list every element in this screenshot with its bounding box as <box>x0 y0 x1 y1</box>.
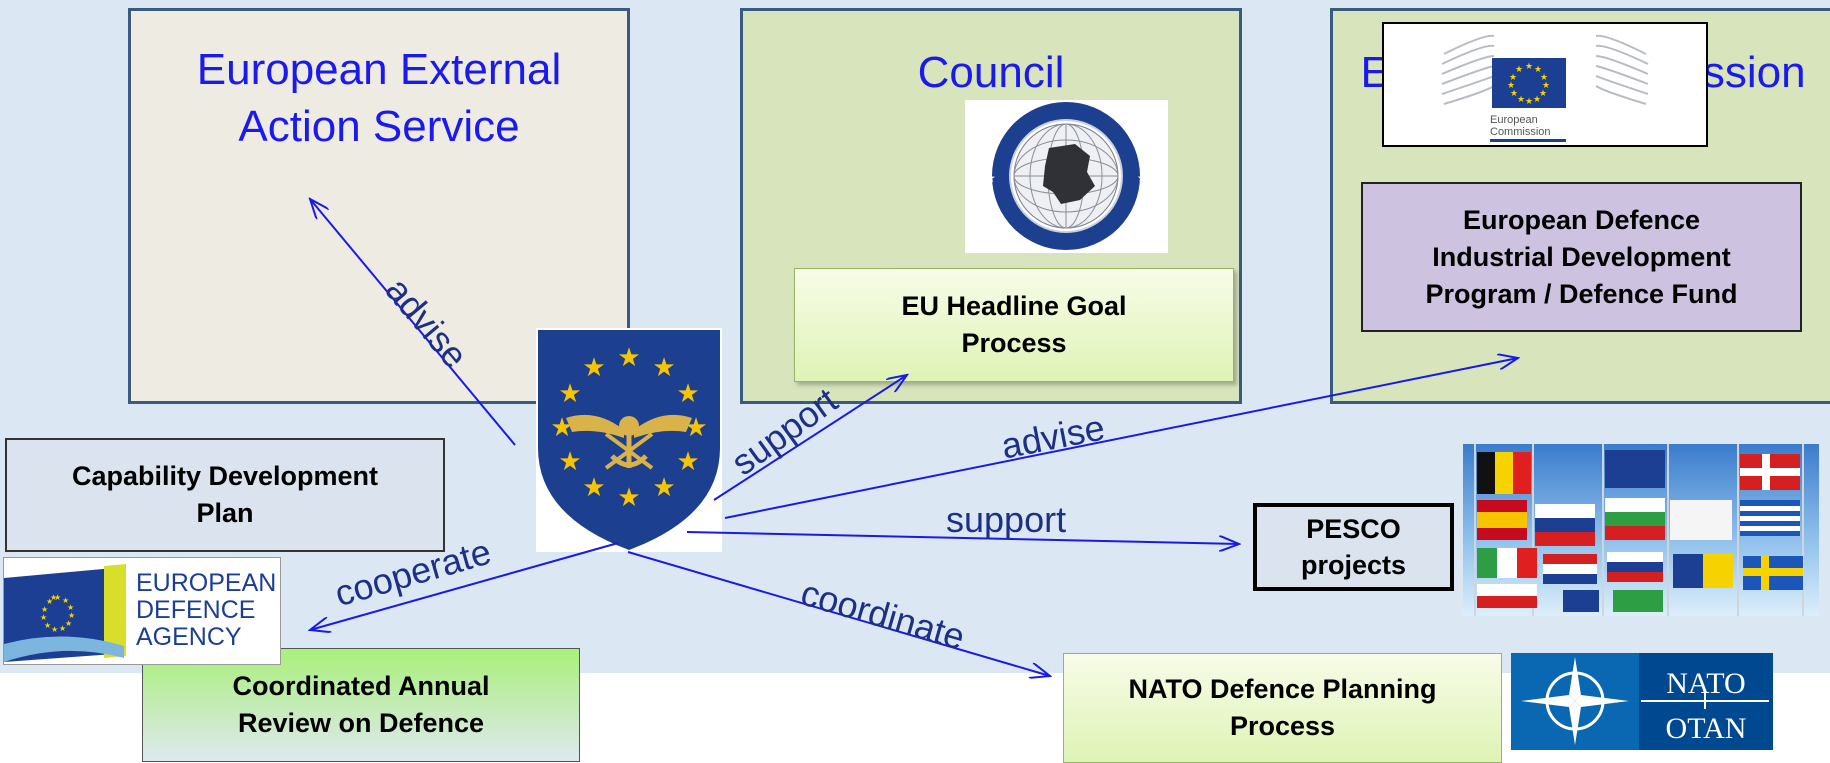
edidp-line2: Industrial Development <box>1432 241 1731 272</box>
svg-text:★: ★ <box>68 611 75 620</box>
svg-text:★: ★ <box>51 625 58 634</box>
eda-logo-text: EUROPEAN DEFENCE AGENCY <box>136 570 276 651</box>
pesco-line1: PESCO <box>1306 514 1401 544</box>
svg-text:★: ★ <box>62 596 69 605</box>
eeas-title-line2: Action Service <box>238 102 520 151</box>
svg-text:★: ★ <box>1533 95 1541 105</box>
label-support-pesco: support <box>946 499 1067 540</box>
svg-text:★: ★ <box>40 613 47 622</box>
eumc-seal: ★ ★ <box>965 100 1168 253</box>
nato-dpp-box: NATO Defence Planning Process <box>1063 653 1502 763</box>
svg-text:★: ★ <box>1540 73 1548 83</box>
svg-text:★: ★ <box>1510 89 1518 99</box>
svg-text:★: ★ <box>1525 62 1533 72</box>
eda-logo-text-1: EUROPEAN <box>136 569 277 597</box>
eums-emblem: ★★★★ ★★★★ ★★★★ <box>536 328 722 552</box>
nato-dpp-line1: NATO Defence Planning <box>1128 674 1437 704</box>
svg-text:★: ★ <box>65 619 72 628</box>
flags-graphic <box>1474 444 1804 616</box>
card-box: Coordinated Annual Review on Defence <box>142 648 580 762</box>
eeas-box: European External Action Service <box>128 8 630 404</box>
cdp-line2: Plan <box>196 498 254 528</box>
card-line1: Coordinated Annual <box>232 671 490 701</box>
svg-text:★: ★ <box>1515 65 1523 75</box>
svg-text:★: ★ <box>54 593 61 602</box>
svg-text:★: ★ <box>676 379 699 409</box>
svg-text:★: ★ <box>50 593 57 602</box>
headline-goal-line2: Process <box>961 328 1067 358</box>
svg-text:★: ★ <box>985 171 996 185</box>
svg-text:★: ★ <box>1542 81 1550 91</box>
svg-text:★: ★ <box>652 473 675 503</box>
card-line2: Review on Defence <box>237 708 485 738</box>
svg-text:★: ★ <box>1534 65 1542 75</box>
svg-text:★: ★ <box>676 447 699 477</box>
ec-logo-text-2: Commission <box>1490 126 1551 138</box>
arrow-coordinate-nato <box>627 551 1050 676</box>
arrow-support-council <box>713 375 907 501</box>
arrow-advise-commission <box>724 358 1518 519</box>
arrow-advise-eeas <box>310 199 516 446</box>
headline-goal-box: EU Headline Goal Process <box>794 268 1234 382</box>
cdp-box: Capability Development Plan <box>5 438 445 552</box>
svg-text:★: ★ <box>617 483 640 513</box>
eda-logo-text-2: DEFENCE <box>136 596 256 624</box>
nato-logo: NATO OTAN <box>1511 653 1773 750</box>
svg-text:★: ★ <box>558 379 581 409</box>
eda-logo: ★★★★ ★★★★ ★★★★ EUROPEAN DEFENCE AGENCY <box>3 557 281 665</box>
svg-text:★: ★ <box>1137 171 1148 185</box>
ec-logo-graphic: ★★★★ ★★★★ ★★★★ European Commission <box>1441 34 1649 142</box>
nato-logo-text: NATO OTAN <box>1643 661 1769 750</box>
eda-logo-text-3: AGENCY <box>136 623 242 651</box>
svg-text:★: ★ <box>617 343 640 373</box>
svg-text:★: ★ <box>41 605 48 614</box>
svg-text:★: ★ <box>1525 97 1533 107</box>
cdp-line1: Capability Development <box>71 461 379 491</box>
nato-dpp-line2: Process <box>1229 711 1336 741</box>
svg-text:★: ★ <box>1507 81 1515 91</box>
ec-logo-text-1: European <box>1490 114 1538 126</box>
svg-text:★: ★ <box>44 621 51 630</box>
svg-text:★: ★ <box>558 447 581 477</box>
ec-logo: ★★★★ ★★★★ ★★★★ European Commission <box>1382 22 1708 147</box>
svg-text:★: ★ <box>67 603 74 612</box>
pesco-line2: projects <box>1300 550 1407 580</box>
svg-text:★: ★ <box>1517 95 1525 105</box>
nato-logo-graphic <box>1511 653 1769 750</box>
svg-text:★: ★ <box>582 473 605 503</box>
svg-text:★: ★ <box>59 624 66 633</box>
edidp-line1: European Defence <box>1462 204 1701 235</box>
svg-text:★: ★ <box>652 353 675 383</box>
eums-emblem-graphic: ★★★★ ★★★★ ★★★★ <box>538 330 720 550</box>
svg-text:★: ★ <box>582 353 605 383</box>
svg-text:★: ★ <box>46 597 53 606</box>
svg-text:★: ★ <box>1509 73 1517 83</box>
eeas-title-line1: European External <box>196 45 562 94</box>
eeas-title: European External Action Service <box>131 41 627 155</box>
arrow-cooperate-eda <box>310 542 619 630</box>
edidp-box: European Defence Industrial Development … <box>1361 182 1802 332</box>
nato-logo-text-2: OTAN <box>1665 712 1747 745</box>
eda-logo-graphic: ★★★★ ★★★★ ★★★★ <box>4 564 126 662</box>
nato-logo-text-1: NATO <box>1666 667 1746 700</box>
eumc-seal-graphic: ★ ★ <box>985 102 1148 250</box>
flags-photo <box>1463 444 1819 616</box>
council-title: Council <box>917 48 1065 97</box>
edidp-line3: Program / Defence Fund <box>1425 278 1738 309</box>
headline-goal-line1: EU Headline Goal <box>901 291 1127 321</box>
arrow-support-pesco <box>686 531 1239 544</box>
pesco-box: PESCO projects <box>1253 503 1454 591</box>
svg-text:★: ★ <box>1539 89 1547 99</box>
